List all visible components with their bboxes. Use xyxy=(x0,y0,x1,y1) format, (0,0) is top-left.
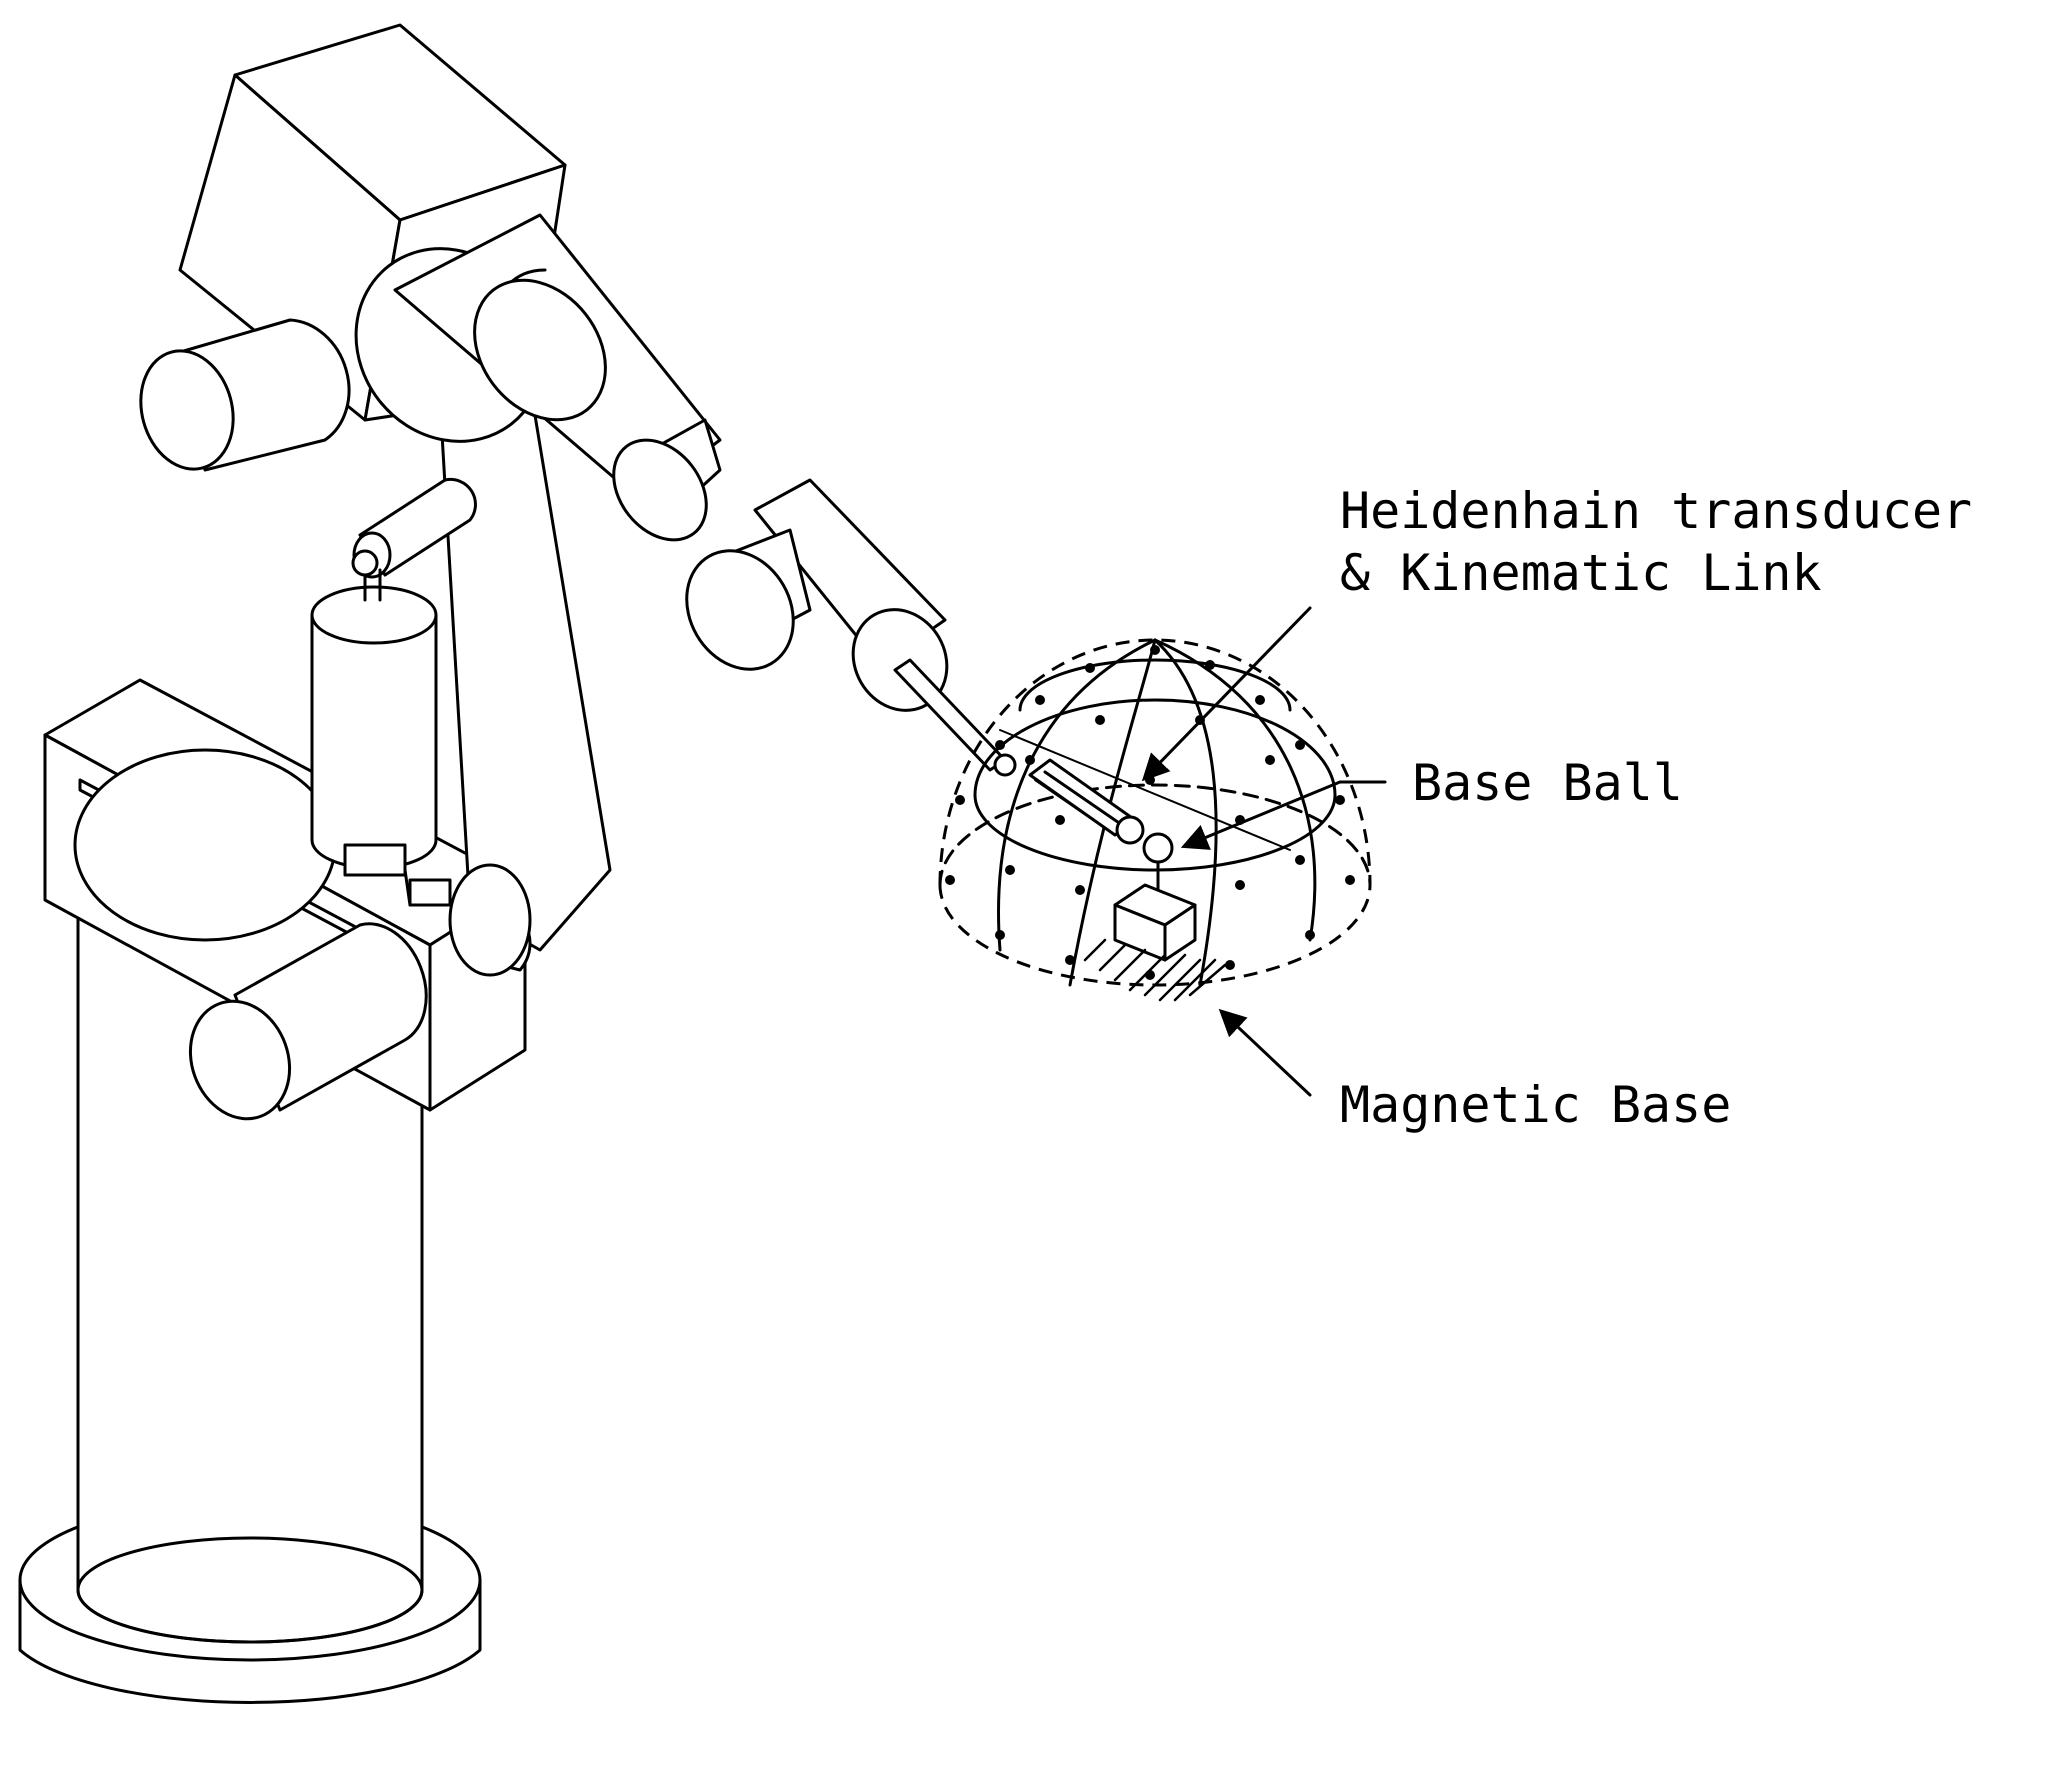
label-transducer-line2: & Kinematic Link xyxy=(1340,544,1822,602)
label-base-ball: Base Ball xyxy=(1412,754,1683,812)
forearm xyxy=(354,213,722,542)
labels: Heidenhain transducer & Kinematic Link B… xyxy=(1340,482,1972,1134)
callout-arrows xyxy=(1141,606,1387,1097)
upper-arm-link xyxy=(438,383,612,977)
label-transducer-line1: Heidenhain transducer xyxy=(1340,482,1972,540)
wrist xyxy=(685,478,1007,772)
transducer-arrow xyxy=(1141,606,1312,782)
magnetic-base xyxy=(1083,883,1227,1002)
shoulder-motor xyxy=(188,922,428,1121)
base-ball xyxy=(1142,832,1174,864)
magnetic-base-arrow xyxy=(1218,1008,1312,1097)
label-magnetic-base: Magnetic Base xyxy=(1340,1076,1731,1134)
kinematic-link xyxy=(993,753,1174,897)
counterbalance xyxy=(310,477,477,907)
base-ball-arrow xyxy=(1180,780,1342,850)
